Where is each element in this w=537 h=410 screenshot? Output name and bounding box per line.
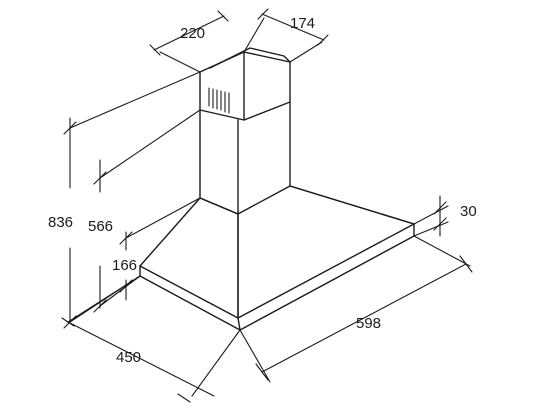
chimney: [199, 47, 291, 215]
label-total-height: 836: [48, 214, 73, 231]
dim-top-width: [243, 8, 329, 63]
label-depth: 450: [116, 349, 141, 366]
chimney-lower: [199, 101, 291, 215]
dim-base-thickness: [413, 195, 449, 237]
dim-depth: [61, 275, 241, 403]
label-min-height: 566: [88, 218, 113, 235]
chimney-inner-top: [209, 47, 291, 69]
canopy-right-face: [237, 185, 415, 319]
dim-total-height: [63, 71, 201, 329]
dim-width: [239, 235, 473, 383]
canopy-right-ridge: [289, 185, 415, 225]
chimney-upper: [199, 51, 291, 121]
label-base-thickness: 30: [460, 203, 477, 220]
label-canopy-height: 166: [112, 257, 137, 274]
base-plate-edge: [237, 317, 241, 331]
label-top-width: 174: [290, 15, 315, 32]
label-top-depth: 220: [180, 25, 205, 42]
label-width: 598: [356, 315, 381, 332]
dim-min-height: [93, 109, 201, 313]
canopy-left-face: [139, 197, 239, 319]
dim-top-depth: [149, 10, 229, 73]
dim-canopy-height: [119, 197, 201, 301]
vent-slots-icon: [208, 87, 230, 114]
